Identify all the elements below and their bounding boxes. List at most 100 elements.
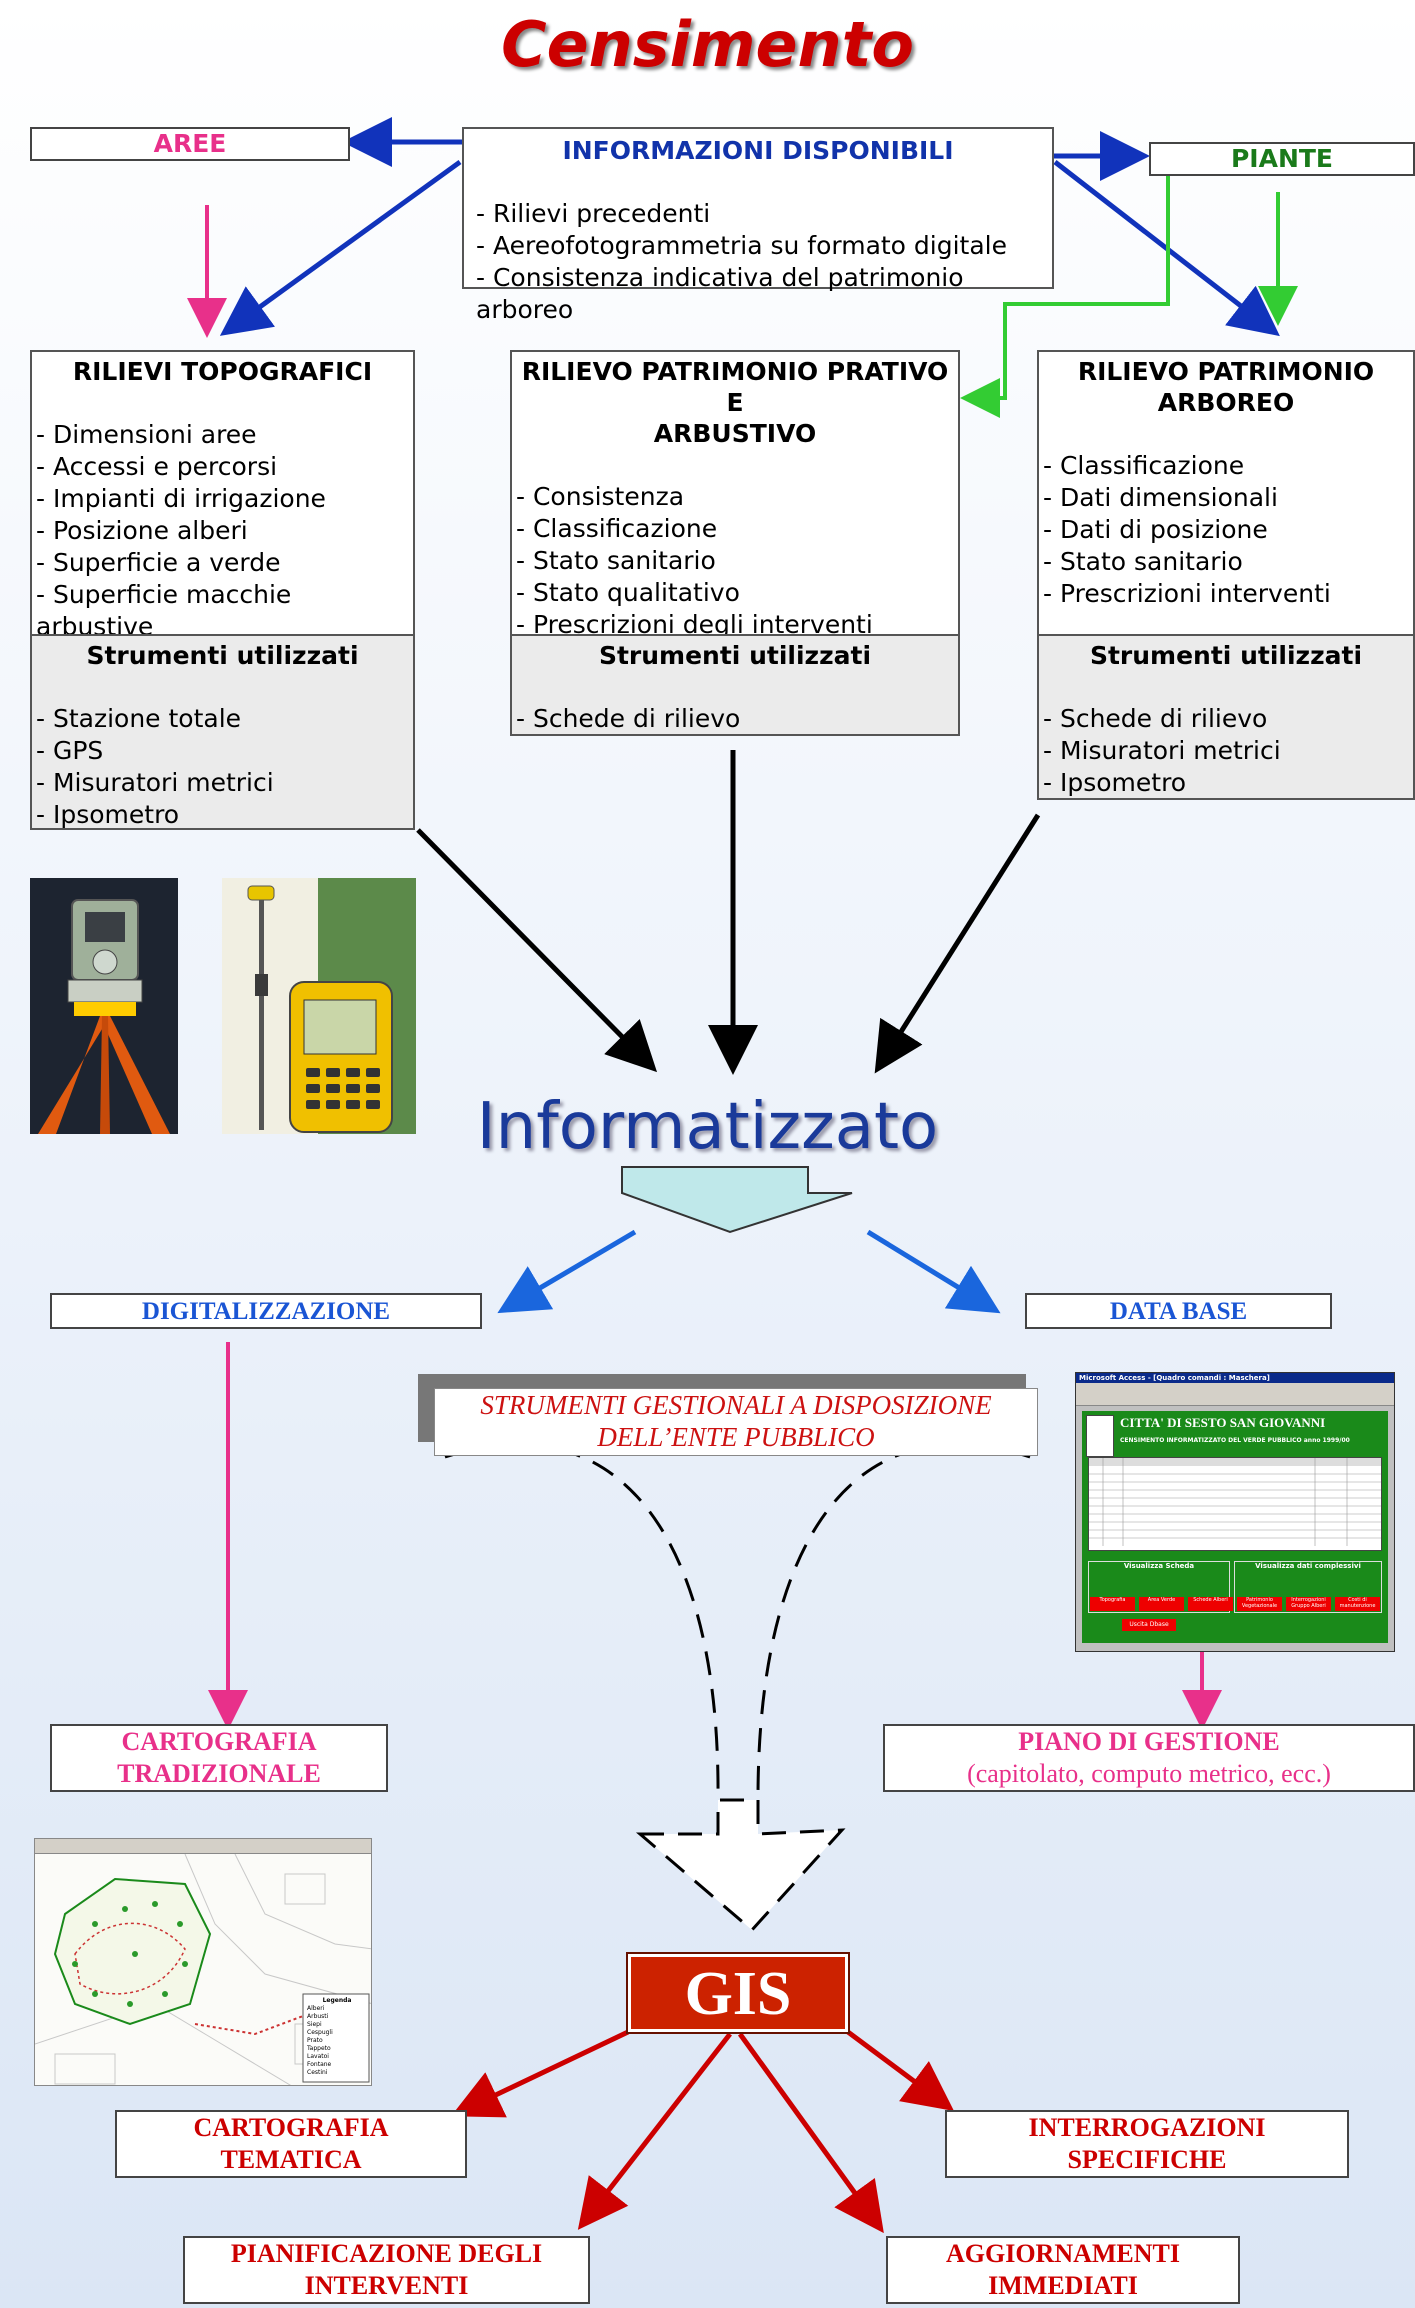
total-station-illustration (30, 878, 178, 1134)
topo-tools: Strumenti utilizzati Stazione totale GPS… (32, 634, 413, 829)
arboreo-item: Prescrizioni interventi (1043, 578, 1409, 610)
info-item: Aereofotogrammetria su formato digitale (476, 230, 1040, 262)
map-legend-title: Legenda (322, 1997, 352, 2004)
gps-illustration (222, 878, 416, 1134)
digitalizzazione-label: DIGITALIZZAZIONE (50, 1293, 482, 1329)
arrow-gis-pianificazione (577, 2032, 732, 2230)
cartografia-tradizionale-label: CARTOGRAFIA TRADIZIONALE (50, 1724, 388, 1792)
rilievi-topografici-box: RILIEVI TOPOGRAFICI Dimensioni aree Acce… (30, 350, 415, 830)
page-title: Censimento (501, 8, 914, 81)
topo-item: Posizione alberi (36, 515, 409, 547)
arboreo-heading-line1: RILIEVO PATRIMONIO (1077, 357, 1375, 386)
interrogazioni-line1: INTERROGAZIONI (1028, 2113, 1266, 2142)
map-menubar (35, 1839, 371, 1854)
db-window-title: Microsoft Access - [Quadro comandi : Mas… (1076, 1373, 1394, 1383)
map-legend-item: Prato (307, 2037, 323, 2044)
arboreo-tools: Strumenti utilizzati Schede di rilievo M… (1039, 634, 1413, 798)
arboreo-item: Stato sanitario (1043, 546, 1409, 578)
topo-tool: GPS (36, 735, 409, 767)
topo-tools-heading: Strumenti utilizzati (86, 641, 359, 670)
pianificazione-line1: PIANIFICAZIONE DEGLI (230, 2239, 543, 2268)
db-table-rows (1089, 1458, 1381, 1546)
prativo-item: Stato sanitario (516, 545, 954, 577)
map-legend-item: Arbusti (307, 2013, 329, 2020)
map-legend: Legenda Alberi Arbusti Siepi Cespugli Pr… (307, 1997, 367, 2077)
db-right-panel-title: Visualizza dati complessivi (1255, 1562, 1361, 1570)
interrogazioni-line2: SPECIFICHE (1067, 2145, 1227, 2174)
arrow-gis-interrogazioni (846, 2029, 955, 2111)
arboreo-item: Classificazione (1043, 450, 1409, 482)
cartografia-tematica-label: CARTOGRAFIA TEMATICA (115, 2110, 467, 2178)
db-costi-button[interactable]: Costi di manutenzione (1335, 1597, 1380, 1611)
arrow-informatizzato-database (866, 1229, 1001, 1314)
prativo-item: Stato qualitativo (516, 577, 954, 609)
interrogazioni-specifiche-label: INTERROGAZIONI SPECIFICHE (945, 2110, 1349, 2178)
db-subtitle: CENSIMENTO INFORMATIZZATO DEL VERDE PUBB… (1120, 1437, 1350, 1444)
db-interrogazioni-button[interactable]: Interrogazioni Gruppo Alberi (1286, 1597, 1331, 1611)
arboreo-heading: RILIEVO PATRIMONIO ARBOREO (1039, 352, 1413, 418)
prativo-heading: RILIEVO PATRIMONIO PRATIVO E ARBUSTIVO (512, 352, 958, 449)
arboreo-item: Dati dimensionali (1043, 482, 1409, 514)
db-left-panel-title: Visualizza Scheda (1123, 1562, 1195, 1570)
arboreo-item: Dati di posizione (1043, 514, 1409, 546)
aggiornamenti-immediati-label: AGGIORNAMENTI IMMEDIATI (886, 2236, 1240, 2304)
map-legend-item: Alberi (307, 2005, 325, 2012)
prativo-tool: Schede di rilievo (516, 703, 954, 735)
db-schede-alberi-button[interactable]: Schede Alberi (1188, 1597, 1233, 1611)
arrow-gis-cartografia-tematica (450, 2029, 630, 2118)
prativo-item: Consistenza (516, 481, 954, 513)
db-records-table (1088, 1457, 1382, 1551)
prativo-tools-heading: Strumenti utilizzati (598, 641, 872, 670)
topo-tool: Misuratori metrici (36, 767, 409, 799)
piano-line1: PIANO DI GESTIONE (1018, 1727, 1280, 1756)
info-heading: INFORMAZIONI DISPONIBILI (562, 136, 954, 165)
piano-di-gestione-label: PIANO DI GESTIONE (capitolato, computo m… (883, 1724, 1415, 1792)
db-city-crest (1086, 1415, 1114, 1457)
info-item: Rilievi precedenti (476, 198, 1040, 230)
map-legend-item: Siepi (307, 2021, 322, 2028)
gis-map-screenshot: Legenda Alberi Arbusti Siepi Cespugli Pr… (34, 1838, 372, 2086)
strumenti-line2: DELL’ENTE PUBBLICO (597, 1422, 875, 1452)
gps-photo (222, 878, 416, 1134)
db-toolbar (1076, 1383, 1394, 1406)
arrow-topo-informatizzato (416, 828, 658, 1073)
db-left-panel: Visualizza Scheda (1088, 1561, 1230, 1613)
arboreo-tools-heading: Strumenti utilizzati (1089, 641, 1363, 670)
info-item: Consistenza indicativa del patrimonio ar… (476, 262, 1040, 326)
topo-item: Superficie a verde (36, 547, 409, 579)
database-label: DATA BASE (1025, 1293, 1332, 1329)
informatizzato-heading: Informatizzato (476, 1090, 939, 1164)
strumenti-gestionali-label: STRUMENTI GESTIONALI A DISPOSIZIONE DELL… (434, 1388, 1038, 1456)
topo-tool: Stazione totale (36, 703, 409, 735)
dashed-curve-right (756, 1442, 1031, 1799)
cartografia-tematica-line1: CARTOGRAFIA (193, 2113, 389, 2142)
db-exit-button[interactable]: Uscita Dbase (1122, 1619, 1176, 1631)
db-area-verde-button[interactable]: Area Verde (1139, 1597, 1184, 1611)
strumenti-line1: STRUMENTI GESTIONALI A DISPOSIZIONE (480, 1390, 992, 1420)
aggiornamenti-line1: AGGIORNAMENTI (945, 2239, 1180, 2268)
prativo-tools: Strumenti utilizzati Schede di rilievo (512, 634, 958, 734)
arrow-informatizzato-digital (497, 1229, 637, 1314)
down-chevron-shape (621, 1166, 853, 1234)
prativo-heading-line2: ARBUSTIVO (653, 419, 817, 448)
dashed-curve-left (444, 1442, 720, 1799)
arboreo-tool: Schede di rilievo (1043, 703, 1409, 735)
map-legend-item: Tappeto (307, 2045, 331, 2052)
prativo-item: Classificazione (516, 513, 954, 545)
arboreo-heading-line2: ARBOREO (1157, 388, 1295, 417)
map-legend-item: Lavatoi (307, 2053, 329, 2060)
db-city-title: CITTA' DI SESTO SAN GIOVANNI (1120, 1415, 1326, 1430)
rilievo-arboreo-box: RILIEVO PATRIMONIO ARBOREO Classificazio… (1037, 350, 1415, 800)
map-legend-item: Cespugli (307, 2029, 333, 2036)
db-patrimonio-button[interactable]: Patrimonio Vegetazionale (1237, 1597, 1282, 1611)
db-button-row: Topografia Area Verde Schede Alberi Patr… (1090, 1597, 1380, 1611)
info-box: INFORMAZIONI DISPONIBILI Rilievi precede… (462, 127, 1054, 324)
db-topografia-button[interactable]: Topografia (1090, 1597, 1135, 1611)
gis-box: GIS (626, 1952, 850, 2034)
map-legend-item: Fontane (307, 2061, 332, 2068)
rilievo-prativo-box: RILIEVO PATRIMONIO PRATIVO E ARBUSTIVO C… (510, 350, 960, 736)
total-station-photo (30, 878, 178, 1134)
arrow-arboreo-informatizzato (874, 813, 1041, 1074)
topo-item: Dimensioni aree (36, 419, 409, 451)
